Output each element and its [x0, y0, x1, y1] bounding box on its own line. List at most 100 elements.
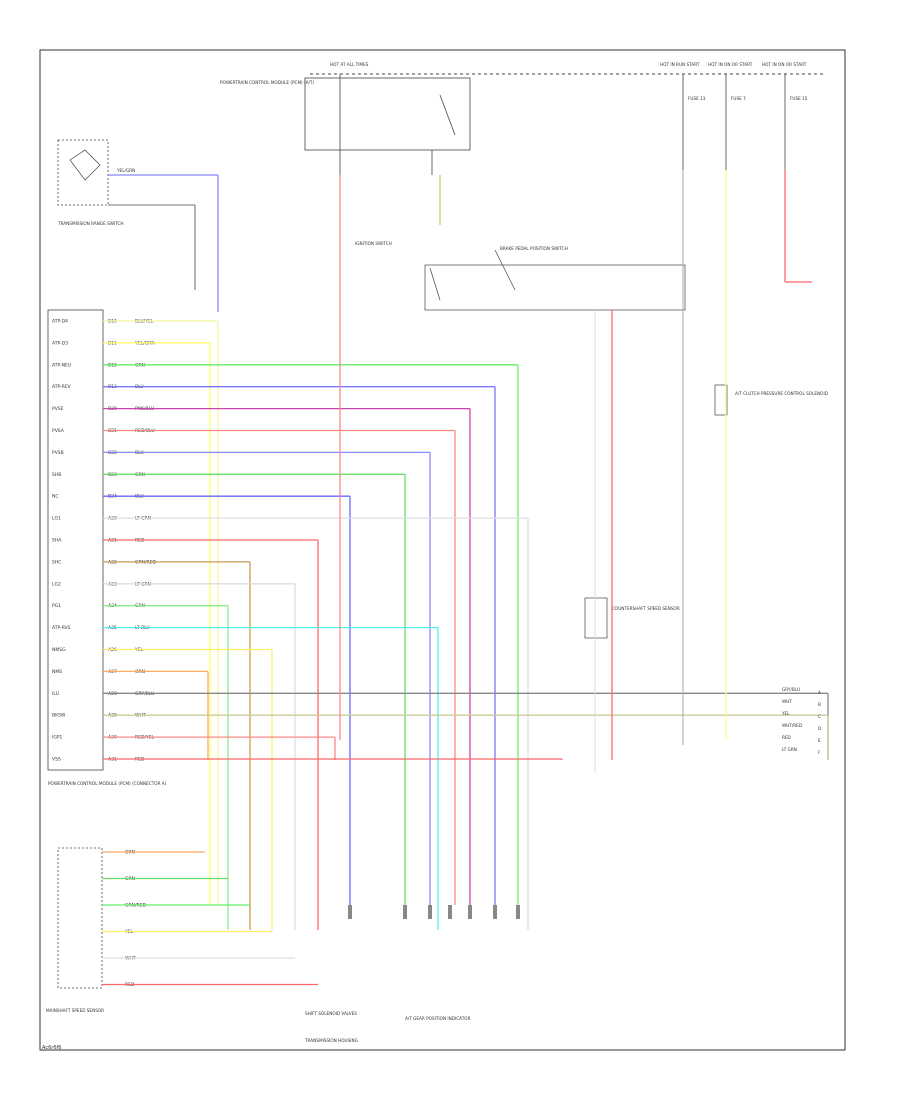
pin-function-label: NMS [52, 669, 62, 675]
connector-terminal [448, 905, 452, 919]
pin-function-label: NC [52, 494, 59, 500]
right-output: WHT B [782, 699, 821, 707]
bottom-left-row: RED [102, 982, 318, 988]
right-output-pin: A [818, 690, 821, 695]
right-output-wire: RED [782, 735, 791, 740]
diagram-frame [39, 49, 846, 1051]
pin-function-label: SHB [52, 472, 61, 478]
clutch-pressure-box [714, 384, 728, 416]
right-output-pin: C [818, 714, 821, 719]
bottom-left-row: GRN/RED [102, 903, 250, 909]
connector-terminal [468, 905, 472, 919]
right-output-pin: F [818, 750, 821, 755]
connector-terminal [516, 905, 520, 919]
pcm-main-relay-label: POWERTRAIN CONTROL MODULE (PCM) (A/T) [220, 80, 314, 85]
right-output-pin: D [818, 726, 821, 731]
bottom-connectors [348, 905, 520, 919]
top-relay-box [304, 77, 471, 151]
countershaft-label: COUNTERSHAFT SPEED SENSOR [612, 606, 680, 611]
tr-switch-label: TRANSMISSION RANGE SWITCH [57, 221, 124, 226]
pin-function-label: PVSE [52, 406, 64, 412]
top-fuse-3: FUSE 15 [790, 96, 808, 101]
fuse-label-3: HOT IN ON OR START [708, 62, 753, 67]
right-output-pin: B [818, 702, 821, 707]
bottom-left-connector [57, 847, 103, 989]
pin-function-label: NMSG [52, 647, 66, 653]
pin-function-label: VSS [52, 757, 61, 763]
right-output-wire: GRY/BLU [782, 687, 800, 692]
top-fuse-1: FUSE 13 [688, 96, 706, 101]
right-output-wire: LT GRN [782, 747, 797, 752]
brake-switch-label: BRAKE PEDAL POSITION SWITCH [500, 246, 568, 251]
mid-switch-1 [429, 267, 441, 301]
ignition-label: IGNITION SWITCH [355, 241, 392, 246]
connector-terminal [403, 905, 407, 919]
pin-function-label: ATP-D3 [52, 340, 68, 346]
pin-function-label: LG2 [52, 581, 61, 587]
pin-function-label: ATP-NEU [52, 362, 71, 368]
connector-terminal [428, 905, 432, 919]
tr-wire-label: YEL/GRN [116, 168, 135, 173]
countershaft-box [584, 597, 608, 639]
connector-terminal [348, 905, 352, 919]
fuse-label-2: HOT IN RUN START [660, 62, 700, 67]
pin-function-label: BKSW [52, 713, 66, 719]
pin-function-label: ATP-D4 [52, 319, 68, 325]
top-fuse-2: FUSE 7 [731, 96, 746, 101]
pin-function-label: SHC [52, 559, 61, 565]
pin-function-label: PG1 [52, 603, 61, 609]
right-output-wire: WHT [782, 699, 792, 704]
pin-function-label: ATP-REV [52, 384, 72, 390]
footer-code: Ac6r6f6 [42, 1045, 61, 1051]
bottom-left-row: WHT [102, 956, 295, 962]
right-output: GRY/BLU A [782, 687, 821, 695]
pin-function-label: ILU [52, 691, 59, 697]
mid-switch-2 [494, 249, 516, 291]
right-output-pin: E [818, 738, 821, 743]
clutch-pressure-label: A/T CLUTCH PRESSURE CONTROL SOLENOID [735, 391, 828, 396]
tr-switch-symbol [69, 149, 101, 181]
shift-solenoid-label: SHIFT SOLENOID VALVES [305, 1011, 357, 1016]
tr-switch-box [57, 139, 109, 206]
fuse-label-4: HOT IN ON OR START [762, 62, 807, 67]
bottom-left-row: ORN [102, 850, 205, 856]
right-output: RED E [782, 735, 821, 743]
connector-terminal [493, 905, 497, 919]
a-t-gear-label: A/T GEAR POSITION INDICATOR [405, 1016, 471, 1021]
relay-switch-2 [439, 94, 456, 136]
right-output: LT GRN F [782, 747, 821, 755]
mid-switch-box [424, 264, 686, 311]
pin-function-label: ATP-RVS [52, 625, 71, 631]
right-output-wire: YEL [781, 711, 790, 716]
pcm-connector-label: POWERTRAIN CONTROL MODULE (PCM) (CONNECT… [48, 781, 167, 786]
pin-function-label: PVSB [52, 450, 64, 456]
transmission-housing-label: TRANSMISSION HOUSING [304, 1038, 358, 1043]
fuse-label-1: HOT AT ALL TIMES [330, 62, 369, 67]
mainshaft-label: MAINSHAFT SPEED SENSOR [46, 1008, 104, 1013]
pin-function-label: SHA [52, 538, 62, 544]
right-output: YEL C [781, 711, 821, 719]
